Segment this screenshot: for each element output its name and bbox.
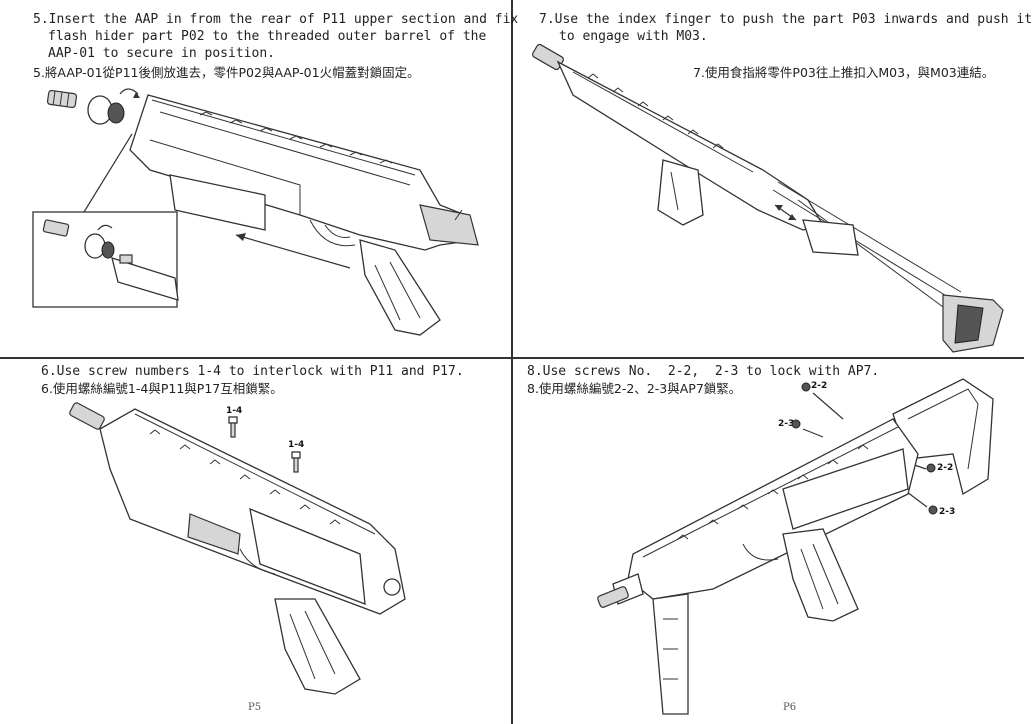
step-5-illustration: [32, 88, 479, 336]
screw-label-1: 1-4: [226, 406, 243, 416]
step-5-text-en-1: 5.Insert the AAP in from the rear of P11…: [33, 12, 519, 27]
vertical-divider: [511, 0, 513, 724]
step-7-text-en-2: to engage with M03.: [559, 29, 708, 44]
page-number-left: P5: [248, 702, 262, 713]
step-6-panel: 6.Use screw numbers 1-4 to interlock wit…: [0, 359, 511, 724]
assembly-arrow: [83, 133, 133, 213]
screw-icon: [291, 451, 301, 473]
step-7-illustration: [532, 43, 1004, 353]
step-6-text-en: 6.Use screw numbers 1-4 to interlock wit…: [41, 364, 464, 379]
step-8-text-en: 8.Use screws No. 2-2, 2-3 to lock with A…: [527, 364, 880, 379]
screw-label-2-2-right: 2-2: [937, 463, 954, 473]
screw-icon: [801, 382, 811, 392]
step-8-text-zh: 8.使用螺絲編號2-2、2-3與AP7鎖緊。: [527, 381, 742, 396]
pistol-with-stock-drawing: [597, 378, 994, 715]
screw-label-2-2-top: 2-2: [811, 381, 828, 391]
screw-label-2-3-right: 2-3: [939, 507, 956, 517]
step-5-panel: 5.Insert the AAP in from the rear of P11…: [0, 0, 518, 357]
detail-inset: [32, 211, 179, 308]
step-5-text-en-3: AAP-01 to secure in position.: [48, 46, 275, 61]
step-6-text-zh: 6.使用螺絲編號1-4與P11與P17互相鎖緊。: [41, 381, 283, 396]
step-5-text-en-2: flash hider part P02 to the threaded out…: [48, 29, 487, 44]
screw-label-2: 1-4: [288, 440, 305, 450]
step-7-text-en-1: 7.Use the index finger to push the part …: [539, 12, 1032, 27]
stock-extension-drawing: [532, 43, 1004, 353]
step-7-text-zh: 7.使用食指將零件P03往上推扣入M03，與M03連結。: [693, 65, 995, 80]
page-number-right: P6: [783, 702, 797, 713]
screw-icon: [791, 419, 801, 429]
flash-hider-part: [46, 88, 140, 125]
step-6-illustration: [69, 402, 406, 695]
screw-label-2-3-left: 2-3: [778, 419, 795, 429]
step-7-panel: 7.Use the index finger to push the part …: [513, 0, 1032, 357]
screw-icon: [928, 505, 938, 515]
step-8-panel: 8.Use screws No. 2-2, 2-3 to lock with A…: [513, 359, 1024, 724]
upper-receiver-drawing: [129, 94, 479, 336]
step-8-illustration: [597, 378, 994, 715]
assembled-body-drawing: [69, 402, 406, 695]
step-5-text-zh: 5.將AAP-01從P11後側放進去，零件P02與AAP-01火帽蓋對鎖固定。: [33, 65, 420, 80]
horizontal-divider: [0, 357, 1024, 359]
screw-icon: [926, 463, 936, 473]
insert-arrow: [235, 234, 351, 269]
screw-icon: [228, 416, 238, 438]
